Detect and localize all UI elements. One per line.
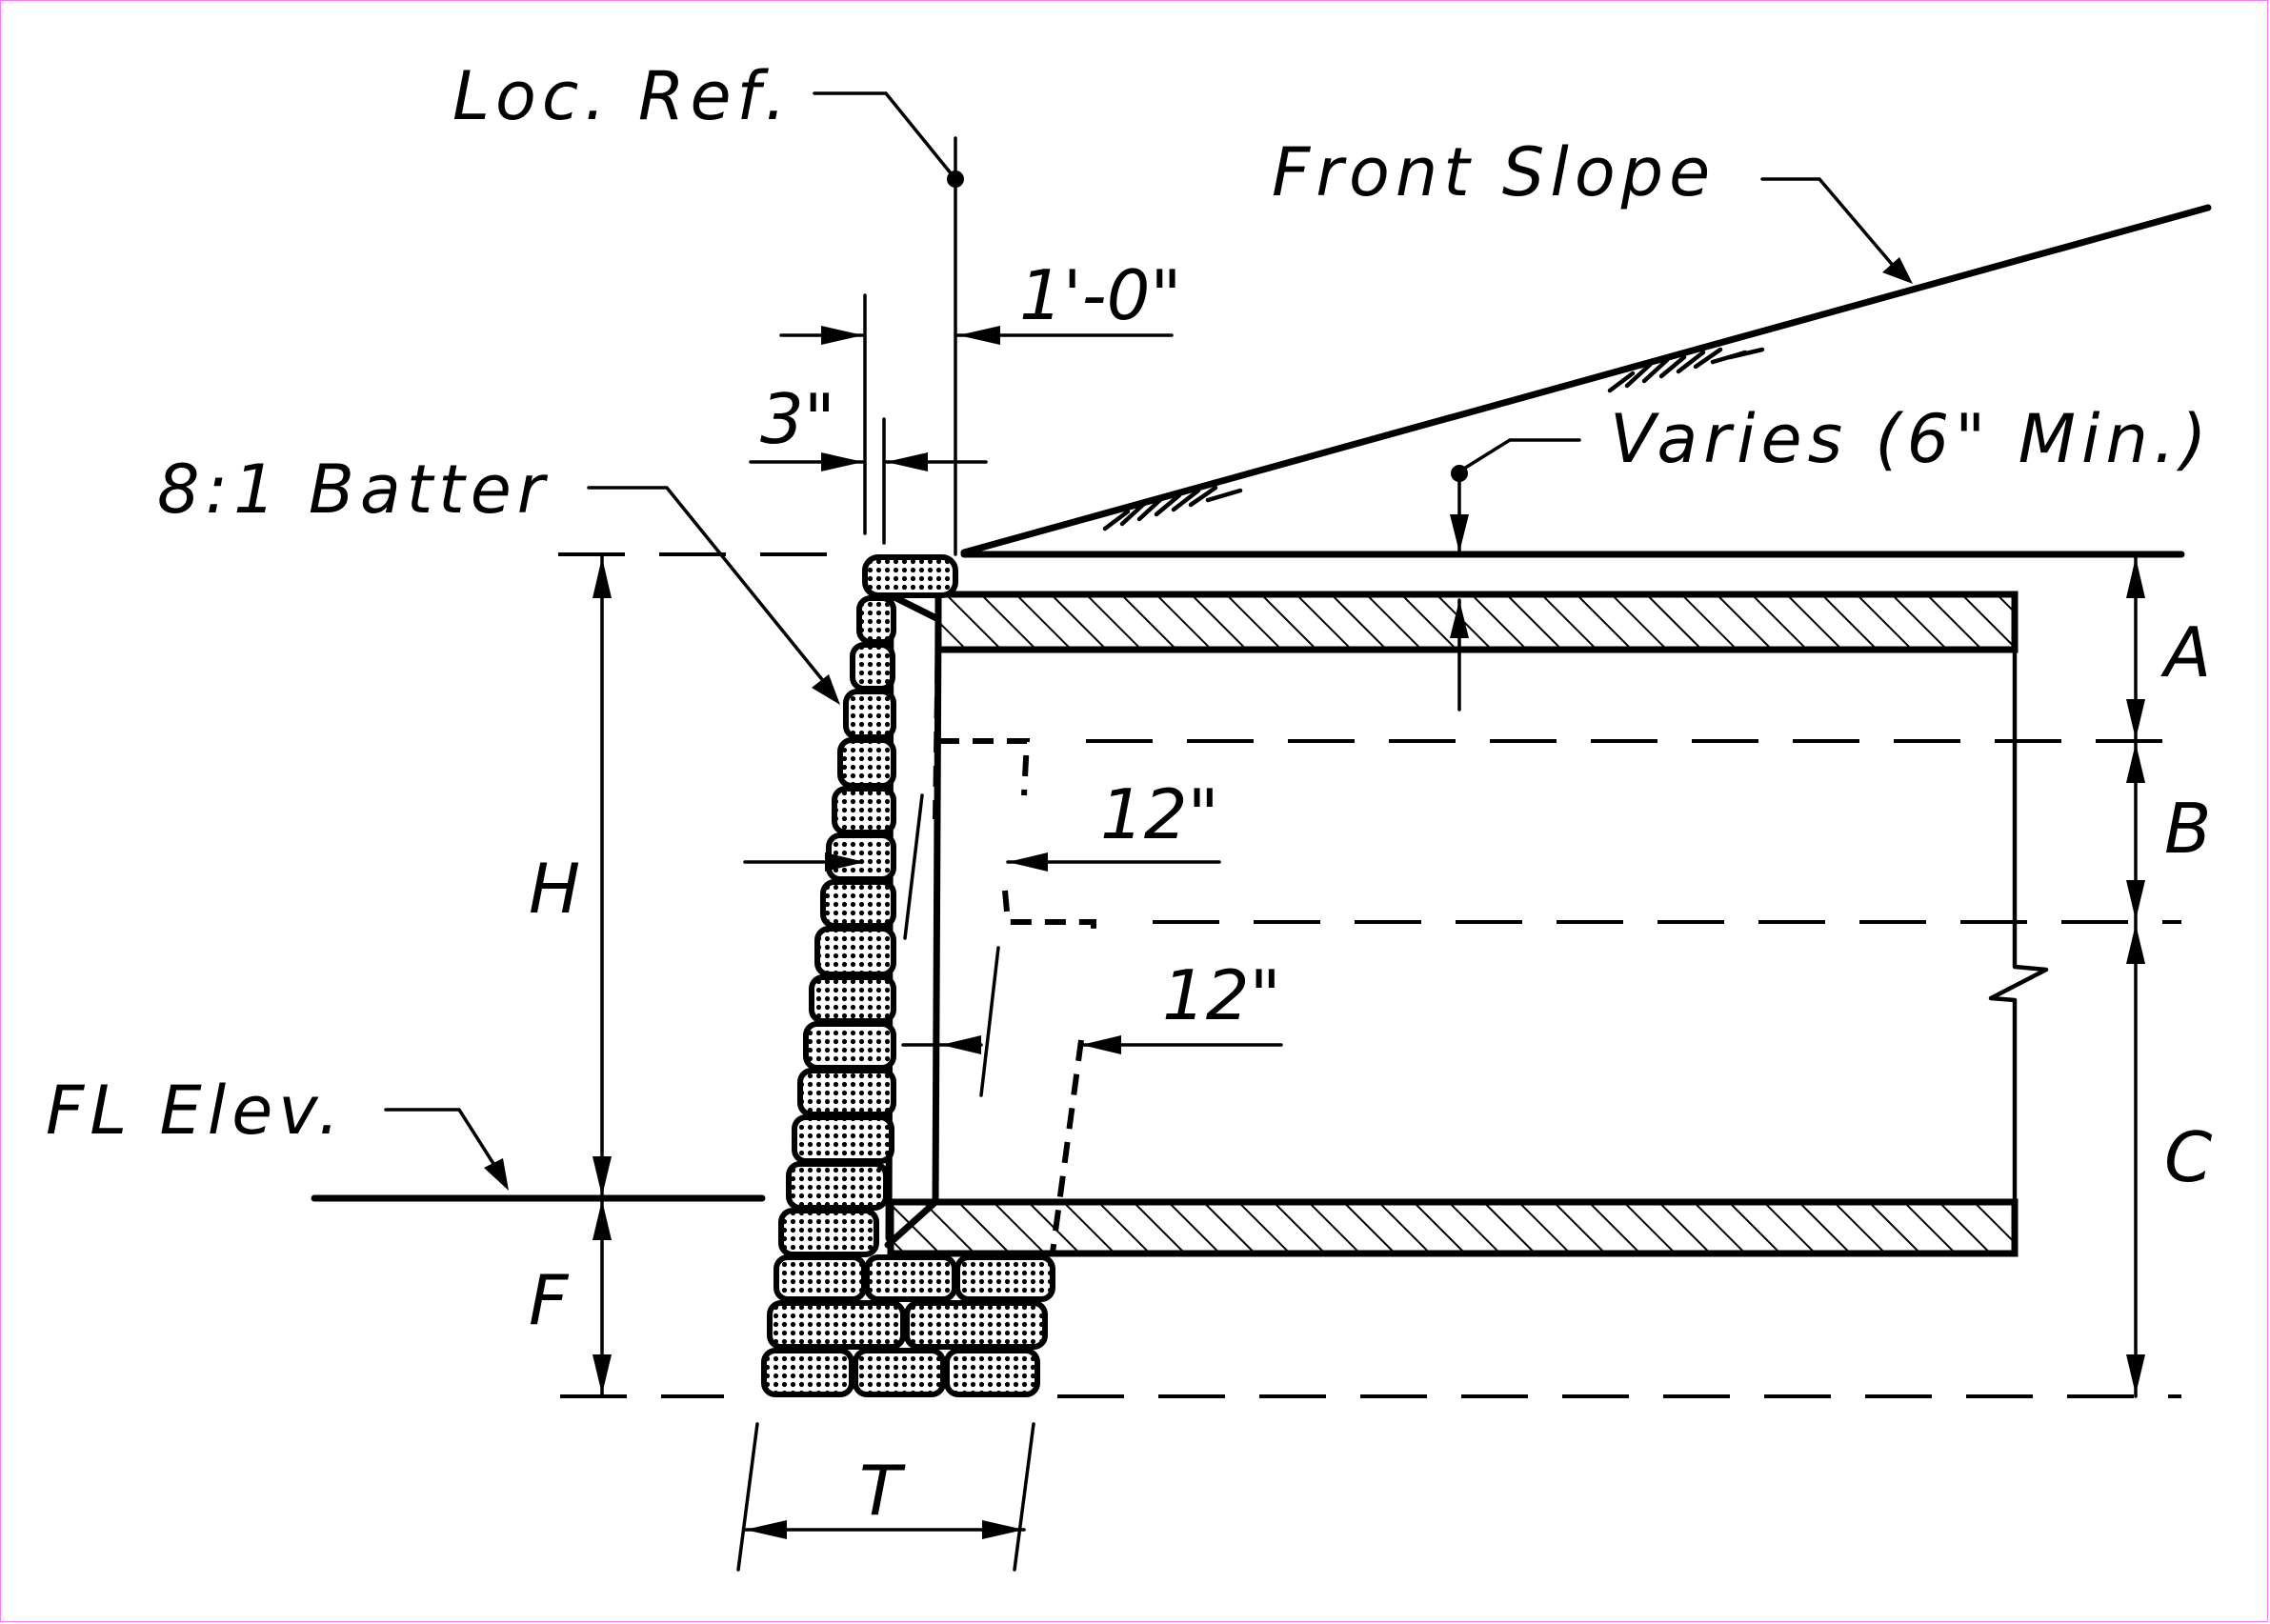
hf-dimension-line <box>593 555 612 1398</box>
one-foot-label: 1'-0" <box>1019 255 1182 335</box>
fl-elev-leader <box>384 1108 509 1191</box>
front-slope-leader <box>1760 177 1913 284</box>
three-inch-dimension <box>749 417 988 545</box>
one-foot-dimension <box>779 293 1174 535</box>
batter-leader <box>587 486 840 705</box>
dim-c-label: C <box>2164 1117 2213 1197</box>
dim-a-label: A <box>2160 612 2211 692</box>
front-slope-label: Front Slope <box>1272 133 1716 211</box>
twelve-inch-lower-dimension <box>901 946 1283 1097</box>
rock-masonry-wall <box>761 554 1055 1397</box>
fl-elev-label: FL Elev. <box>46 1072 345 1150</box>
dim-h-label: H <box>529 849 580 929</box>
loc-ref-leader <box>813 91 964 556</box>
dim-b-label: B <box>2164 789 2211 869</box>
loc-ref-label: Loc. Ref. <box>452 57 792 135</box>
t-dimension <box>736 1422 1035 1572</box>
twelve-inch-upper-label: 12" <box>1100 774 1219 854</box>
headwall-inner-face <box>884 591 942 1249</box>
twelve-inch-lower-label: 12" <box>1162 955 1281 1035</box>
pipe-top-wall <box>934 591 2019 653</box>
pipe-bottom-wall <box>887 1198 2019 1257</box>
batter-label: 8:1 Batter <box>157 451 551 529</box>
varies-dimension <box>1450 438 1581 712</box>
hidden-lines <box>933 628 1096 1253</box>
ground-hatch-marks <box>1102 347 1765 531</box>
three-inch-label: 3" <box>760 379 835 459</box>
varies-label: Varies (6" Min.) <box>1610 400 2212 478</box>
twelve-inch-upper-dimension <box>743 793 1221 940</box>
front-slope-line <box>960 204 2212 556</box>
abc-dimension-line <box>2126 555 2145 1398</box>
dim-f-label: F <box>529 1260 570 1340</box>
dim-t-label: T <box>859 1451 906 1531</box>
pipe-end-break-line <box>1988 647 2049 1205</box>
